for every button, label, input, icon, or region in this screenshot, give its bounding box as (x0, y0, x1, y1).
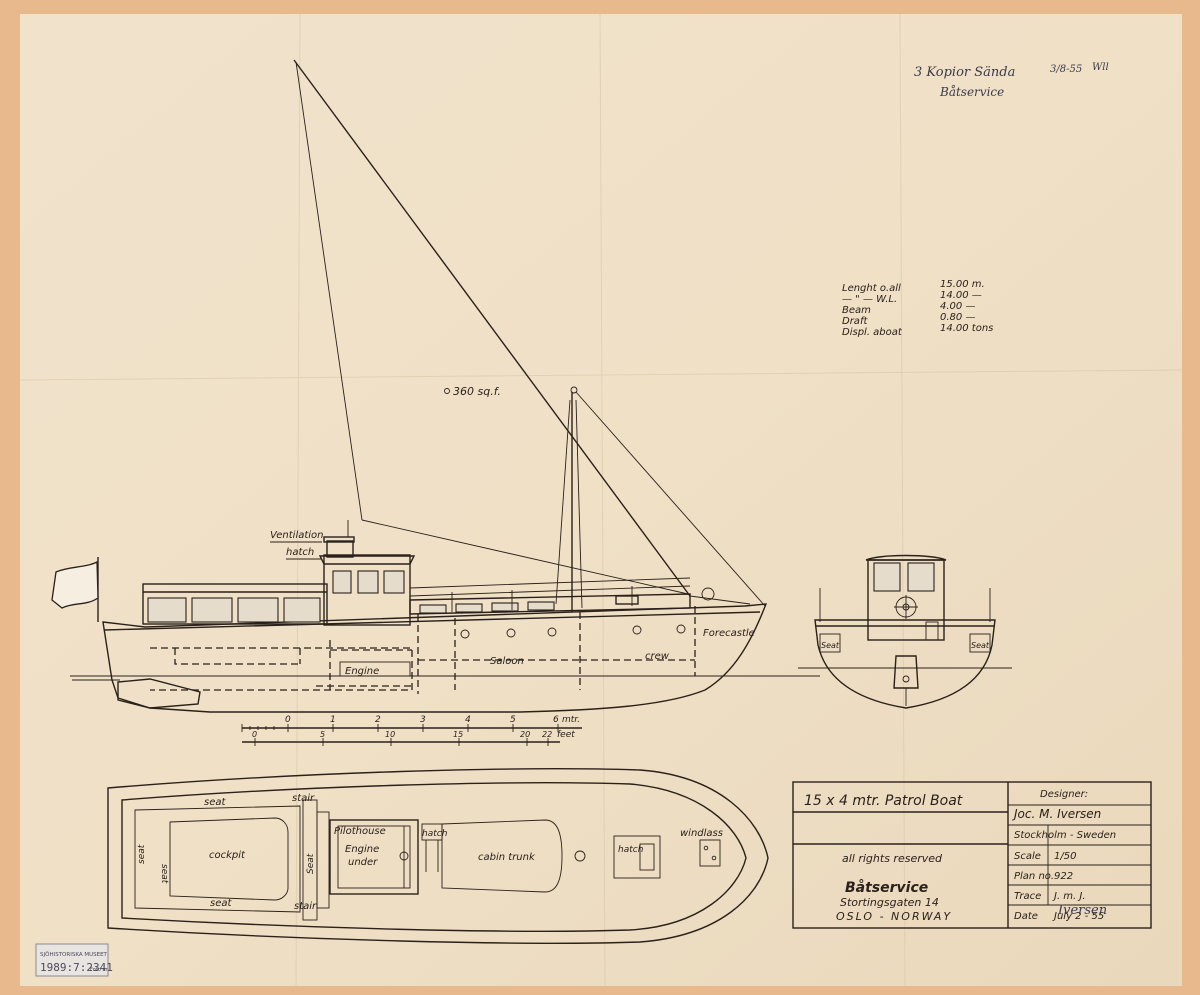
ventilation-label: Ventilation (270, 530, 324, 541)
cross-section-drawing: Seat Seat (798, 554, 1012, 709)
metric-tick: 6 (553, 715, 559, 725)
plan-pilothouse: Pilothouse (334, 826, 386, 837)
spec-value: 15.00 m. (940, 279, 985, 290)
forecastle-label: Forecastle (703, 628, 755, 639)
svg-text:3/8-55: 3/8-55 (1050, 64, 1082, 75)
title-block: 15 x 4 mtr. Patrol Boat Designer: Joc. M… (792, 781, 1152, 929)
plan-hatch-forward: hatch (618, 845, 644, 855)
field-label: Trace (1014, 891, 1041, 902)
metric-tick: 1 (330, 715, 336, 725)
field-value: 922 (1054, 871, 1073, 882)
spec-value: 0.80 — (940, 312, 975, 323)
field-value: July 2 - 55 (1052, 911, 1104, 922)
drawing-title: 15 x 4 mtr. Patrol Boat (804, 793, 963, 809)
svg-text:1989:7:2341: 1989:7:2341 (40, 961, 113, 974)
spec-label: Draft (842, 316, 868, 327)
plan-windlass: windlass (680, 828, 723, 839)
svg-text:Foto nr: Foto nr (90, 967, 109, 973)
museum-stamp: SJÖHISTORISKA MUSEET 1989:7:2341 Foto nr (35, 943, 113, 977)
plan-engine-under-1: Engine (345, 844, 379, 855)
designer-label: Designer: (1040, 789, 1088, 800)
svg-text:3 Kopior Sända: 3 Kopior Sända (914, 65, 1015, 80)
feet-tick: 15 (453, 730, 463, 739)
svg-text:Wll: Wll (1092, 62, 1109, 73)
handwritten-note: 3 Kopior Sända 3/8-55 Wll Båtservice (914, 62, 1109, 99)
plan-seat-bottom: seat (210, 898, 232, 909)
plan-hatch: hatch (422, 829, 448, 839)
spec-value: 14.00 — (940, 290, 982, 301)
saloon-label: Saloon (490, 656, 524, 667)
firm-name: Båtservice (845, 879, 928, 896)
section-seat-left: Seat (821, 641, 840, 650)
metric-tick: 5 (510, 715, 516, 725)
designer-name: Joc. M. Iversen (1012, 807, 1101, 821)
metric-unit: mtr. (562, 715, 580, 725)
signature: Iversen (1057, 903, 1107, 918)
feet-tick: 22 (542, 730, 552, 739)
feet-tick: 20 (520, 730, 530, 739)
field-value: J. m. J. (1052, 891, 1086, 902)
metric-tick: 2 (375, 715, 381, 725)
plan-seat-side-right: seat (159, 864, 169, 884)
spec-value: 14.00 tons (940, 323, 993, 334)
field-label: Scale (1014, 851, 1041, 862)
designer-city: Stockholm - Sweden (1014, 830, 1116, 841)
firm-street: Stortingsgaten 14 (840, 896, 939, 909)
sail-area-label: 360 sq.f. (453, 385, 501, 398)
metric-tick: 0 (285, 715, 291, 725)
spec-value: 4.00 — (940, 301, 975, 312)
field-label: Date (1014, 911, 1038, 922)
plan-seat-top: seat (204, 797, 226, 808)
specifications-table: Lenght o.all 15.00 m. — " — W.L. 14.00 —… (842, 279, 993, 338)
svg-text:Båtservice: Båtservice (939, 84, 1004, 99)
section-seat-right: Seat (971, 641, 990, 650)
svg-text:Iversen: Iversen (1057, 903, 1107, 918)
plan-stair-top: stair (292, 793, 315, 804)
feet-tick: 5 (320, 730, 325, 739)
spec-label: Lenght o.all (842, 283, 901, 294)
crew-label: crew (645, 651, 670, 662)
rights-text: all rights reserved (842, 852, 943, 865)
feet-tick: 0 (252, 730, 257, 739)
hatch-label: hatch (286, 547, 314, 558)
engine-label: Engine (345, 666, 379, 677)
metric-tick: 3 (420, 715, 426, 725)
plan-engine-under-2: under (348, 857, 378, 868)
metric-tick: 4 (465, 715, 471, 725)
spec-label: Displ. aboat (842, 327, 903, 338)
field-value: 1/50 (1054, 851, 1076, 862)
plan-seat-vertical: Seat (306, 853, 316, 874)
feet-unit: feet (557, 730, 575, 740)
plan-stair-bottom: stair (294, 901, 317, 912)
feet-tick: 10 (385, 730, 395, 739)
plan-cabin-trunk: cabin trunk (478, 852, 536, 863)
plan-cockpit: cockpit (209, 850, 246, 861)
deck-plan-drawing: seat seat stair stair cockpit seat seat … (107, 768, 769, 944)
firm-city: OSLO - NORWAY (836, 910, 952, 923)
scale-bar: 0 1 2 3 4 5 6 mtr. 0 5 10 15 20 22 feet (241, 715, 582, 746)
field-label: Plan no. (1014, 871, 1054, 882)
plan-seat-side-left: seat (137, 844, 147, 864)
svg-text:SJÖHISTORISKA MUSEET: SJÖHISTORISKA MUSEET (40, 951, 108, 958)
side-profile-drawing: 360 sq.f. Ventilation hatch (51, 59, 820, 713)
spec-label: — " — W.L. (842, 294, 897, 305)
spec-label: Beam (842, 305, 871, 316)
